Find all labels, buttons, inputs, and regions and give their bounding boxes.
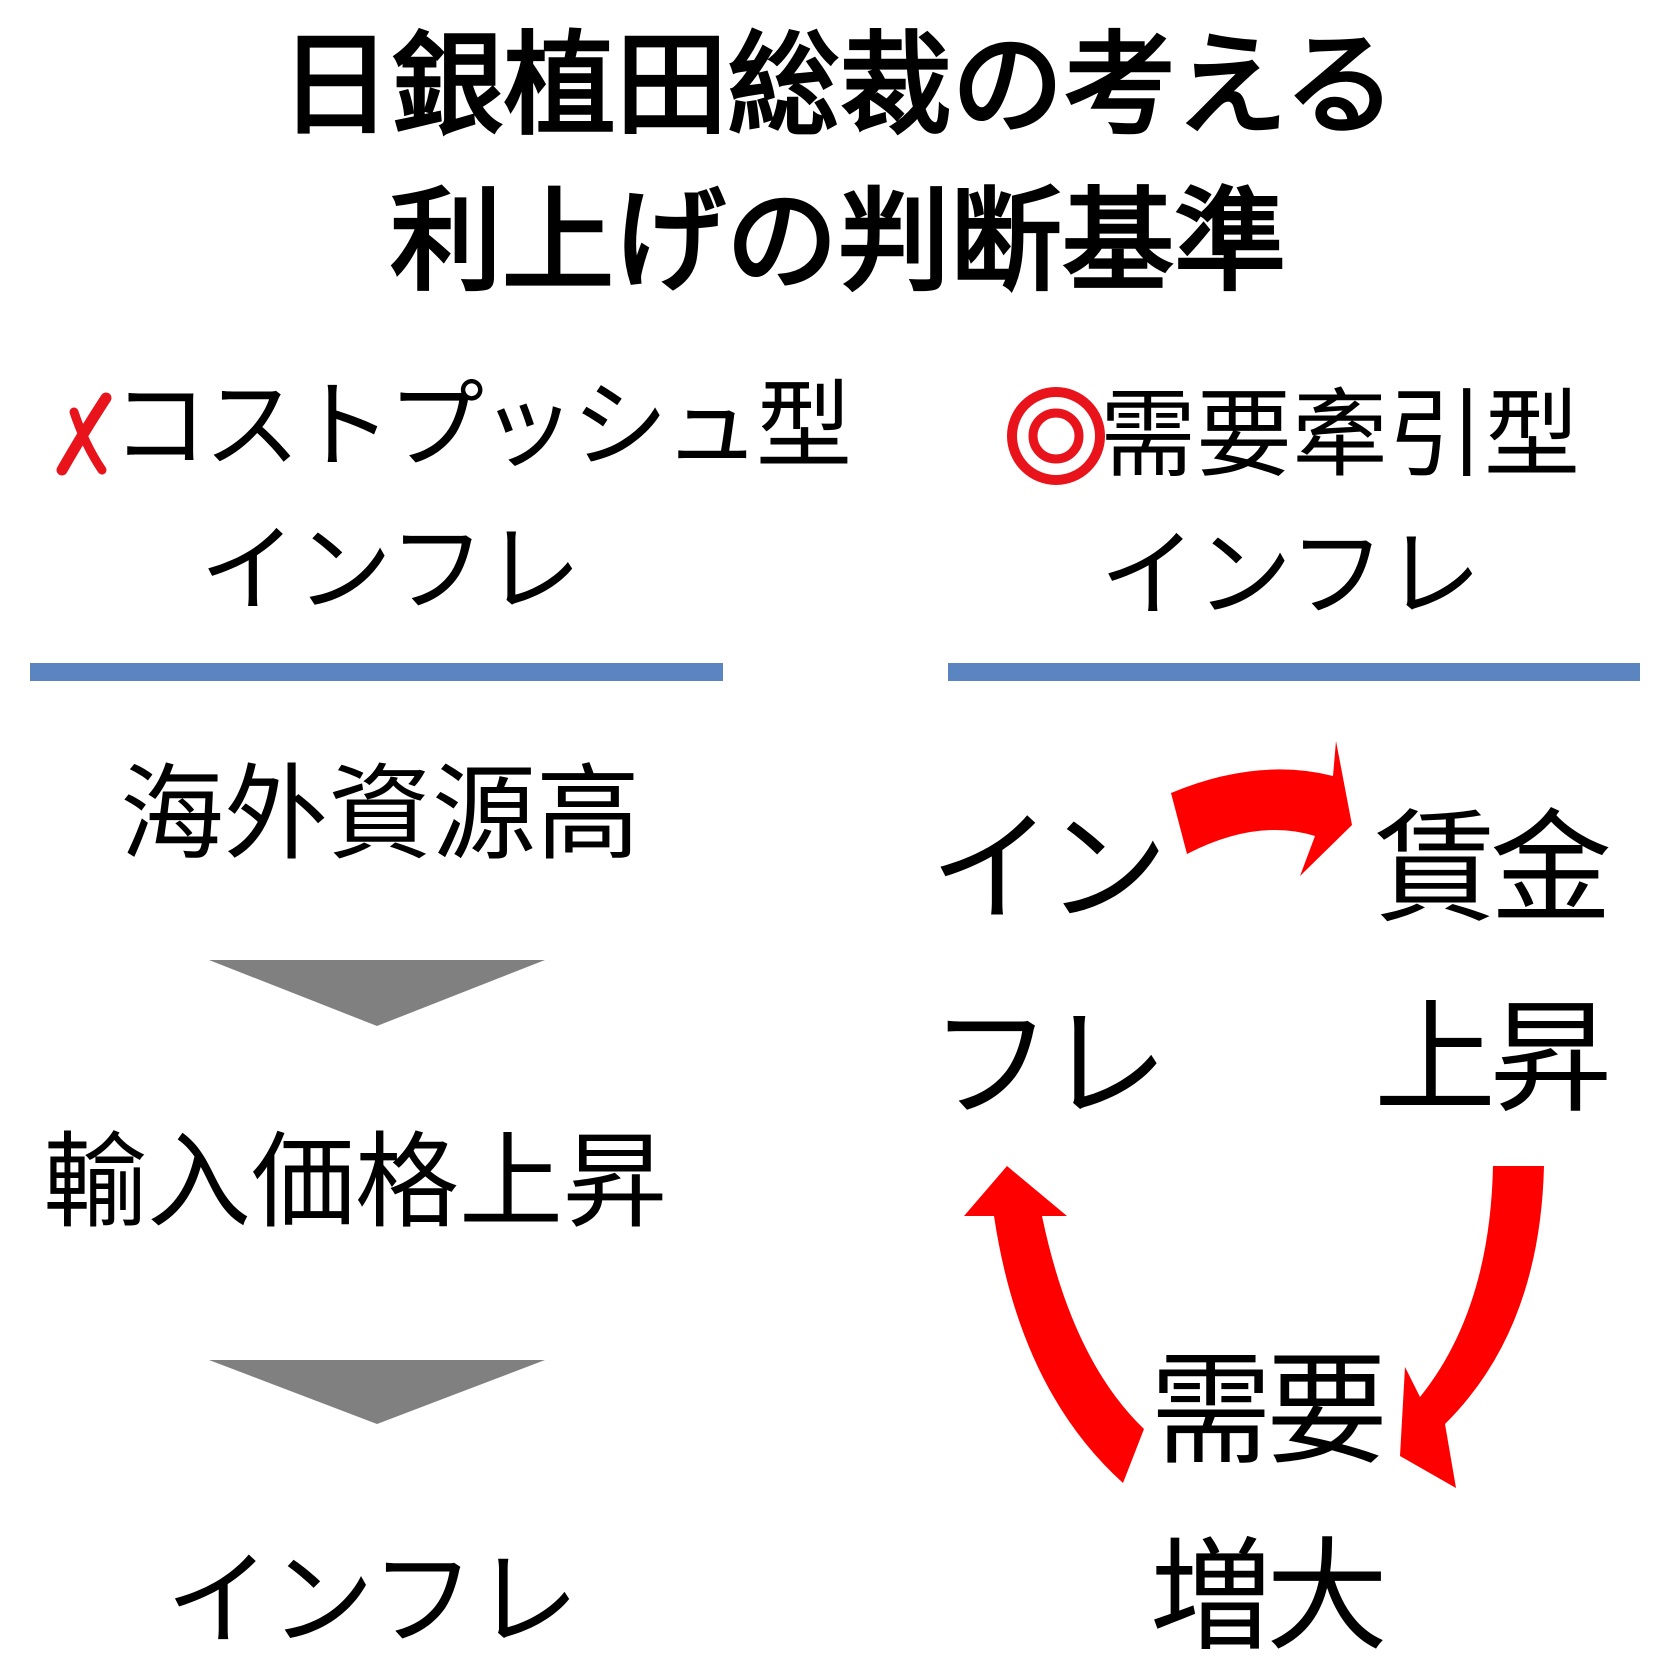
step-import-price-rise: 輸入価格上昇 [42, 1121, 667, 1243]
cycle-inflation-line-1: イン [930, 798, 1168, 940]
left-header-line-1: コストプッシュ型 [112, 370, 852, 482]
cycle-wage-line-1: 賃金 [1374, 798, 1612, 940]
right-divider [948, 663, 1640, 681]
cycle-demand-line-1: 需要 [1150, 1340, 1388, 1482]
right-header-line-1: 需要牽引型 [1100, 379, 1580, 491]
right-header-line-2: インフレ [1100, 519, 1482, 631]
title-line-2: 利上げの判断基準 [390, 177, 1286, 307]
cycle-wage-line-2: 上昇 [1374, 988, 1612, 1130]
cycle-arrow-inflation-to-wage [1171, 741, 1352, 876]
cycle-demand-line-2: 増大 [1150, 1526, 1388, 1668]
step-overseas-resources-high: 海外資源高 [119, 753, 640, 875]
left-divider [30, 663, 723, 681]
title-line-1: 日銀植田総裁の考える [279, 21, 1397, 151]
red-x-mark-icon [56, 392, 112, 476]
cycle-arrow-wage-to-demand [1400, 1166, 1544, 1488]
down-arrow-1 [209, 960, 545, 1026]
red-double-circle-icon [1007, 387, 1105, 485]
left-header-line-2: インフレ [200, 514, 582, 626]
cycle-inflation-line-2: フレ [930, 994, 1168, 1136]
step-inflation: インフレ [166, 1539, 579, 1661]
cycle-arrow-demand-to-inflation [964, 1166, 1144, 1483]
down-arrow-2 [209, 1360, 545, 1424]
